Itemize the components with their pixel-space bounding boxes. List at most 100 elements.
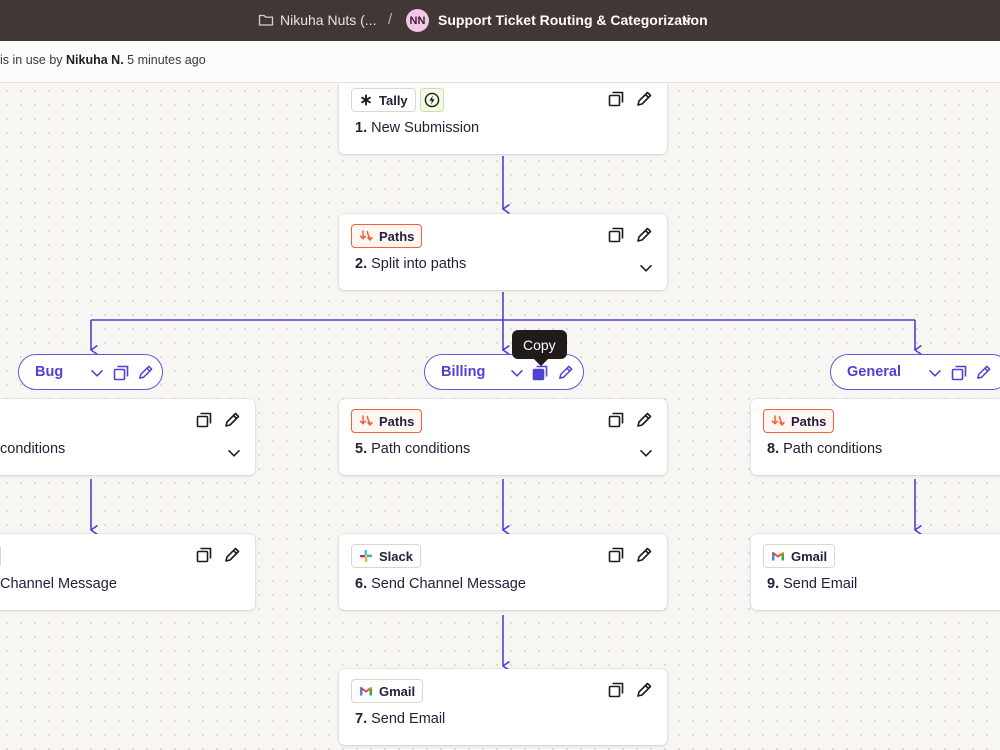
chevron-down-icon[interactable] bbox=[90, 366, 104, 380]
step-card-5[interactable]: Paths 5. Path conditions bbox=[339, 399, 667, 475]
workflow-canvas[interactable]: Tally 1. New Submission Paths 2. Split i… bbox=[0, 84, 1000, 750]
step-title: 9. Send Email bbox=[767, 576, 857, 592]
step-card-2[interactable]: Paths 2. Split into paths bbox=[339, 214, 667, 290]
step-label: Path conditions bbox=[371, 441, 471, 457]
chevron-down-icon[interactable] bbox=[928, 366, 942, 380]
copy-icon[interactable] bbox=[112, 364, 130, 382]
in-use-prefix: is in use by bbox=[0, 53, 67, 67]
step-card-8[interactable]: Paths 8. Path conditions bbox=[751, 399, 1000, 475]
step-label: Channel Message bbox=[0, 576, 117, 592]
app-chip-slack: Slack bbox=[351, 544, 421, 568]
step-card-1[interactable]: Tally 1. New Submission bbox=[339, 84, 667, 154]
chevron-down-icon[interactable] bbox=[682, 15, 692, 25]
copy-icon[interactable] bbox=[531, 364, 549, 382]
step-card-9[interactable]: Gmail 9. Send Email bbox=[751, 534, 1000, 610]
step-number: 2. bbox=[355, 256, 368, 272]
breadcrumb-project[interactable]: Nikuha Nuts (... bbox=[280, 12, 377, 28]
step-title: 1. New Submission bbox=[355, 120, 479, 136]
chevron-down-icon[interactable] bbox=[639, 261, 653, 275]
copy-icon[interactable] bbox=[950, 364, 968, 382]
step-label: conditions bbox=[0, 441, 66, 457]
slack-icon bbox=[359, 549, 373, 563]
app-name: Paths bbox=[379, 413, 415, 429]
step-number: 8. bbox=[767, 441, 780, 457]
path-name: General bbox=[847, 364, 901, 380]
in-use-notice: is in use by Nikuha N. 5 minutes ago bbox=[0, 53, 206, 67]
app-chip-gmail: Gmail bbox=[351, 679, 424, 703]
pencil-icon[interactable] bbox=[635, 226, 653, 244]
step-label: Send Channel Message bbox=[371, 576, 526, 592]
chevron-down-icon[interactable] bbox=[510, 366, 524, 380]
step-label: New Submission bbox=[371, 120, 480, 136]
step-card-7[interactable]: Gmail 7. Send Email bbox=[339, 669, 667, 745]
app-name: Slack bbox=[379, 548, 413, 564]
path-pill-billing[interactable]: Billing bbox=[424, 354, 584, 390]
pencil-icon[interactable] bbox=[223, 411, 241, 429]
pencil-icon[interactable] bbox=[635, 546, 653, 564]
step-card-3[interactable]: s conditions bbox=[0, 399, 255, 475]
paths-icon bbox=[359, 230, 373, 241]
app-name: Gmail bbox=[791, 548, 828, 564]
step-title: 6. Send Channel Message bbox=[355, 576, 526, 592]
step-label: Path conditions bbox=[783, 441, 883, 457]
pencil-icon[interactable] bbox=[975, 364, 992, 381]
app-chip-tally: Tally bbox=[351, 88, 416, 112]
path-name: Bug bbox=[35, 364, 64, 380]
step-title: conditions bbox=[0, 441, 65, 457]
path-pill-bug[interactable]: Bug bbox=[18, 354, 163, 390]
pencil-icon[interactable] bbox=[137, 364, 154, 381]
copy-icon[interactable] bbox=[195, 546, 213, 564]
step-title: Channel Message bbox=[0, 576, 117, 592]
gmail-icon bbox=[772, 551, 784, 561]
pencil-icon[interactable] bbox=[223, 546, 241, 564]
copy-icon[interactable] bbox=[607, 411, 625, 429]
step-card-4[interactable]: Channel Message bbox=[0, 534, 255, 610]
pencil-icon[interactable] bbox=[635, 90, 653, 108]
trigger-badge bbox=[420, 88, 444, 112]
app-chip-slack bbox=[0, 544, 1, 568]
chevron-down-icon[interactable] bbox=[639, 446, 653, 460]
zap-title[interactable]: Support Ticket Routing & Categorization bbox=[438, 12, 708, 28]
step-title: 2. Split into paths bbox=[355, 256, 466, 272]
top-bar: Nikuha Nuts (... / NN Support Ticket Rou… bbox=[0, 0, 1000, 41]
chevron-down-icon[interactable] bbox=[227, 446, 241, 460]
copy-icon[interactable] bbox=[607, 90, 625, 108]
step-title: 8. Path conditions bbox=[767, 441, 882, 457]
copy-icon[interactable] bbox=[607, 226, 625, 244]
step-label: Send Email bbox=[371, 711, 446, 727]
step-label: Split into paths bbox=[371, 256, 467, 272]
path-name: Billing bbox=[441, 364, 486, 380]
path-pill-general[interactable]: General bbox=[830, 354, 1000, 390]
app-name: Paths bbox=[791, 413, 827, 429]
app-chip-gmail: Gmail bbox=[763, 544, 836, 568]
copy-icon[interactable] bbox=[195, 411, 213, 429]
pencil-icon[interactable] bbox=[635, 681, 653, 699]
step-number: 1. bbox=[355, 120, 368, 136]
connectors bbox=[0, 156, 1000, 750]
copy-icon[interactable] bbox=[607, 546, 625, 564]
in-use-suffix: 5 minutes ago bbox=[123, 53, 206, 67]
breadcrumb-separator: / bbox=[388, 11, 393, 28]
step-number: 9. bbox=[767, 576, 780, 592]
app-chip-paths: Paths bbox=[351, 224, 423, 248]
gmail-icon bbox=[360, 686, 372, 696]
status-bar: is in use by Nikuha N. 5 minutes ago bbox=[0, 41, 1000, 83]
paths-icon bbox=[359, 415, 373, 426]
app-chip-paths: Paths bbox=[351, 409, 423, 433]
app-name: Paths bbox=[379, 228, 415, 244]
step-number: 7. bbox=[355, 711, 368, 727]
avatar[interactable]: NN bbox=[406, 9, 429, 32]
step-title: 7. Send Email bbox=[355, 711, 445, 727]
step-title: 5. Path conditions bbox=[355, 441, 470, 457]
step-card-6[interactable]: Slack 6. Send Channel Message bbox=[339, 534, 667, 610]
copy-icon[interactable] bbox=[607, 681, 625, 699]
pencil-icon[interactable] bbox=[557, 364, 574, 381]
copy-tooltip: Copy bbox=[512, 330, 567, 359]
app-name: Gmail bbox=[379, 683, 416, 699]
app-name: Tally bbox=[379, 92, 408, 108]
asterisk-icon bbox=[361, 94, 371, 106]
step-label: Send Email bbox=[783, 576, 858, 592]
step-number: 6. bbox=[355, 576, 368, 592]
pencil-icon[interactable] bbox=[635, 411, 653, 429]
step-number: 5. bbox=[355, 441, 368, 457]
